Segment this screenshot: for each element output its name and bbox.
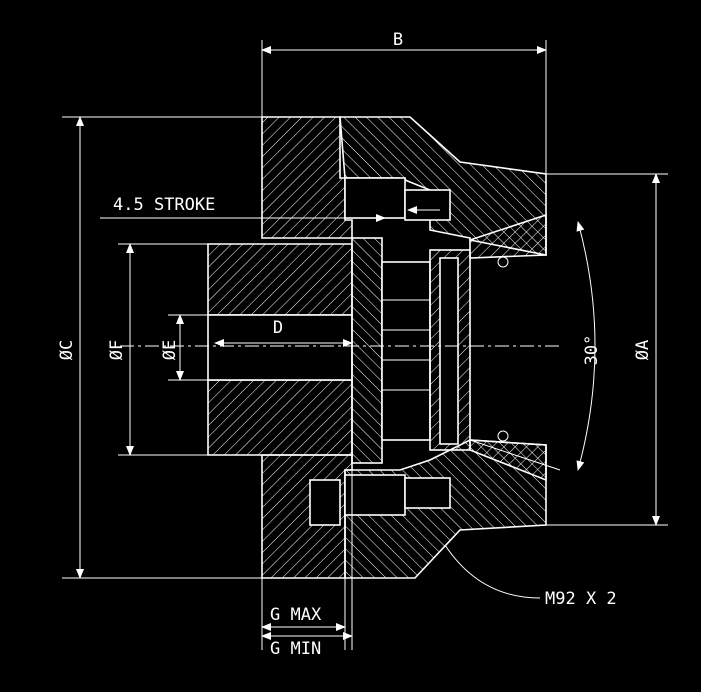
dimension-a-label: ØA [633, 340, 653, 360]
stroke-label: 4.5 STROKE [113, 195, 215, 215]
piston [207, 243, 353, 456]
dimension-c [62, 116, 345, 579]
stroke-dimension [100, 206, 440, 222]
dimension-a [546, 173, 668, 526]
thread-leader [444, 544, 541, 599]
dimension-e [168, 314, 208, 381]
dimension-f [118, 243, 208, 456]
thread-label: M92 X 2 [545, 589, 617, 609]
inner-mechanism [309, 177, 547, 526]
g-max-label: G MAX [270, 605, 322, 625]
g-min-label: G MIN [270, 639, 321, 659]
dimension-b-label: B [393, 30, 403, 50]
angle-label: 30° [582, 335, 602, 366]
dimension-e-label: ØE [160, 340, 180, 360]
dimension-f-label: ØF [107, 340, 127, 360]
dimension-b [261, 40, 547, 174]
dimension-d-label: D [273, 318, 283, 338]
angle-dimension [469, 221, 596, 471]
dimension-g [261, 470, 353, 650]
dimension-c-label: ØC [57, 340, 77, 360]
